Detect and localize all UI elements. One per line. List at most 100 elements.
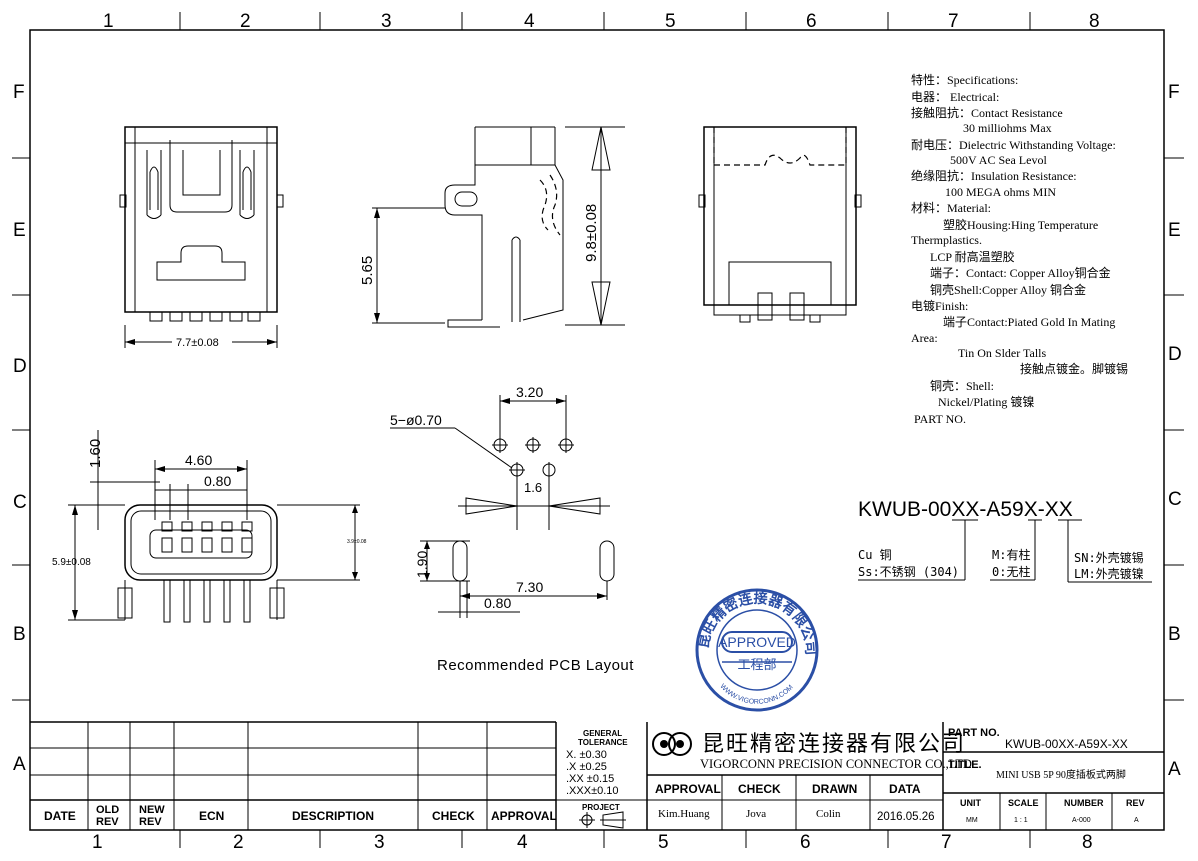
col-label-bottom: 7: [941, 832, 952, 853]
approval-value: Kim.Huang: [658, 808, 710, 820]
approval-header: DATA: [889, 782, 921, 796]
meta-header: NUMBER: [1064, 798, 1104, 808]
title-label: TITLE.: [948, 759, 982, 771]
row-label-left: D: [13, 356, 27, 377]
spec-line: 100 MEGA ohms MIN: [945, 185, 1056, 199]
stamp-approved: APPROVED: [718, 634, 796, 650]
pcb-caption: Recommended PCB Layout: [437, 657, 634, 674]
option-post-1: M:有柱: [992, 547, 1030, 562]
grid-labels: 1 2 3 4 5 6 7 8 1 2 3 4 5 6 7 8 F E D C …: [13, 11, 1182, 853]
rev-header: DATE: [44, 809, 76, 823]
part-code-breakdown: KWUB-00XX-A59X-XX Cu 铜 Ss:不锈钢 (304) M:有柱…: [858, 498, 1152, 583]
row-label-right: D: [1168, 344, 1182, 365]
rev-header: CHECK: [432, 809, 475, 823]
pcb-slot-height-dim: 1.90: [414, 551, 430, 578]
col-label-bottom: 6: [800, 832, 811, 853]
tolerance-line: .XXX±0.10: [566, 785, 619, 797]
meta-value: 1 : 1: [1014, 817, 1028, 824]
spec-line: LCP 耐高温塑胶: [930, 249, 1015, 264]
pcb-holes: [492, 437, 574, 478]
approval-header: APPROVAL: [655, 782, 721, 796]
row-label-right: C: [1168, 489, 1182, 510]
row-label-left: A: [13, 754, 26, 775]
company-logo-icon: [652, 732, 692, 756]
spec-line: PART NO.: [914, 412, 966, 426]
col-label-top: 8: [1089, 11, 1100, 32]
meta-value: A: [1134, 817, 1139, 824]
front-view: 7.7±0.08: [119, 126, 284, 349]
option-material-2: Ss:不锈钢 (304): [858, 565, 959, 579]
approval-value: Jova: [746, 808, 766, 820]
meta-header: REV: [1126, 798, 1145, 808]
spec-line: 铜壳Shell:Copper Alloy 铜合金: [930, 282, 1086, 297]
pcb-hole-spacing-dim: 3.20: [516, 384, 543, 400]
meta-value: MM: [966, 817, 978, 824]
title-value: MINI USB 5P 90度插板式两脚: [996, 768, 1126, 781]
spec-line: 塑胶Housing:Hing Temperature: [943, 217, 1098, 232]
pcb-slot-offset-dim: 0.80: [484, 595, 511, 611]
spec-line: 电器： Electrical:: [911, 90, 999, 104]
approval-value: 2016.05.26: [877, 811, 935, 823]
row-label-left: E: [13, 220, 26, 241]
spec-line: 耐电压：Dielectric Withstanding Voltage:: [911, 138, 1116, 152]
company-block: 昆旺精密连接器有限公司 VIGORCONN PRECISION CONNECTO…: [647, 722, 972, 830]
col-label-top: 3: [381, 11, 392, 32]
col-label-bottom: 5: [658, 832, 669, 853]
row-label-left: B: [13, 624, 26, 645]
stamp-department: 工程部: [737, 657, 776, 672]
col-label-top: 7: [948, 11, 959, 32]
spec-line: Thermplastics.: [911, 233, 982, 247]
spec-line: 接触点镀金。脚镀锡: [1020, 361, 1128, 376]
bottom-height-dim: 5.9±0.08: [52, 557, 91, 568]
tolerance-line: X. ±0.30: [566, 749, 607, 761]
drawing-frame: [12, 12, 1184, 848]
front-width-dim: 7.7±0.08: [176, 337, 219, 349]
meta-header: UNIT: [960, 798, 981, 808]
pcb-small-dim: 1.6: [524, 480, 542, 495]
spec-line: Area:: [911, 331, 938, 345]
pcb-slot-span-dim: 7.30: [516, 579, 543, 595]
pitch-total-dim: 4.60: [185, 452, 212, 468]
pcb-holes-dim: 5−ø0.70: [390, 412, 442, 428]
row-label-right: F: [1168, 82, 1180, 103]
pcb-layout: 3.20 5−ø0.70 1.6 1.90: [390, 384, 634, 674]
spec-line: Nickel/Plating 镀镍: [938, 395, 1034, 409]
company-name-cn: 昆旺精密连接器有限公司: [702, 731, 966, 756]
spec-line: 材料：Material:: [911, 201, 991, 215]
option-plating-2: LM:外壳镀镍: [1074, 567, 1144, 581]
spec-line: Tin On Slder Talls: [958, 346, 1047, 360]
projection-symbol-icon: [579, 811, 626, 829]
spec-line: 绝缘阻抗：Insulation Resistance:: [911, 168, 1077, 183]
approval-header: DRAWN: [812, 782, 857, 796]
approval-header: CHECK: [738, 782, 781, 796]
col-label-top: 1: [103, 11, 114, 32]
col-label-top: 6: [806, 11, 817, 32]
part-no-label: PART NO.: [948, 727, 1000, 739]
approved-stamp: 昆旺精密连接器有限公司 WWW.VIGORCONN.COM APPROVED 工…: [695, 588, 819, 712]
specifications-block: 特性：Specifications: 电器： Electrical: 接触阻抗：…: [911, 72, 1128, 426]
spec-line: 电镀Finish:: [911, 299, 968, 313]
spec-line: 端子Contact:Piated Gold In Mating: [943, 315, 1115, 329]
rear-view: [698, 126, 862, 323]
tolerance-title-2: TOLERANCE: [578, 738, 628, 747]
part-no-value: KWUB-00XX-A59X-XX: [1005, 737, 1128, 751]
row-label-left: C: [13, 492, 27, 513]
rev-header: APPROVAL: [491, 809, 557, 823]
spec-line: 特性：Specifications:: [911, 72, 1018, 87]
pin-rows: [161, 521, 253, 553]
row-label-right: A: [1168, 759, 1181, 780]
rev-header: DESCRIPTION: [292, 809, 374, 823]
col-label-bottom: 2: [233, 832, 244, 853]
col-label-top: 5: [665, 11, 676, 32]
meta-header: SCALE: [1008, 798, 1039, 808]
spec-line: 500V AC Sea Levol: [950, 153, 1047, 167]
option-plating-1: SN:外壳镀锡: [1074, 550, 1144, 565]
rev-header: ECN: [199, 809, 224, 823]
tolerance-line: .X ±0.25: [566, 761, 607, 773]
col-label-top: 2: [240, 11, 251, 32]
option-post-2: 0:无柱: [992, 564, 1030, 579]
col-label-bottom: 1: [92, 832, 103, 853]
